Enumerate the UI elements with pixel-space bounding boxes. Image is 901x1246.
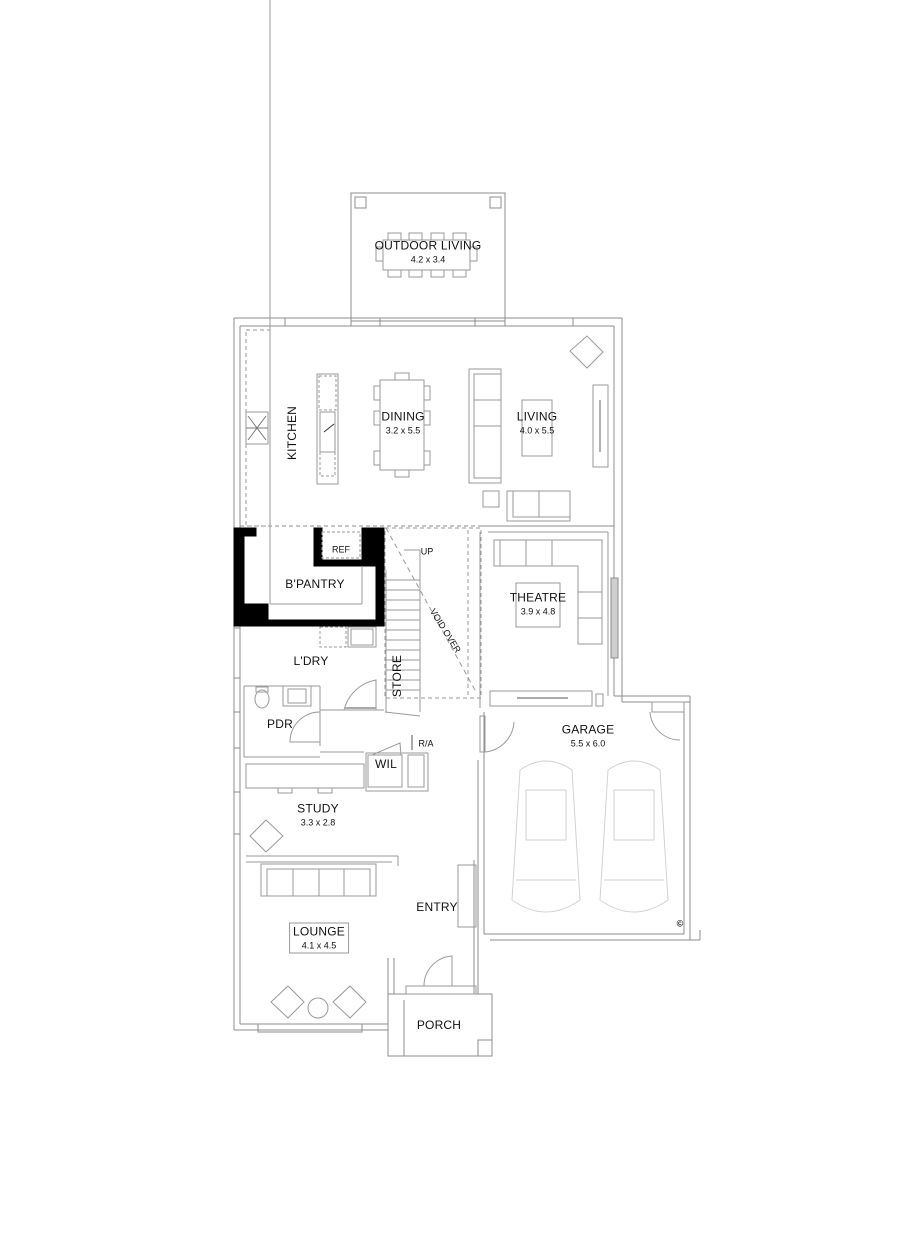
dining-table (374, 373, 430, 477)
theatre-furniture (480, 532, 608, 708)
room-size: 4.1 x 4.5 (301, 940, 337, 951)
room-living: LIVING 4.0 x 5.5 (517, 411, 558, 436)
entry-fixtures (406, 865, 476, 994)
staircase (385, 528, 481, 716)
study-furniture (246, 764, 398, 866)
room-outdoor-living: OUTDOOR LIVING 4.2 x 3.4 (375, 240, 482, 265)
car-icon (600, 761, 668, 912)
room-pdr: PDR (267, 717, 293, 731)
room-kitchen: KITCHEN (285, 405, 299, 461)
car-icon (512, 761, 580, 912)
lounge-furniture (261, 864, 376, 1018)
room-name: LOUNGE (293, 924, 345, 939)
exterior-walls (234, 318, 700, 1056)
room-name: DINING (381, 409, 425, 424)
laundry-powder-fixtures (244, 627, 384, 757)
room-theatre: THEATRE 3.9 x 4.8 (510, 592, 567, 617)
room-ldry: L'DRY (293, 654, 329, 668)
room-size: 3.9 x 4.8 (520, 606, 556, 617)
kitchen-fixtures (246, 330, 338, 526)
room-study: STUDY 3.3 x 2.8 (297, 803, 339, 828)
room-name: STUDY (297, 801, 339, 816)
outdoor-living-area (351, 193, 505, 321)
stairs-up-label: UP (420, 546, 434, 557)
room-ref: REF (332, 544, 350, 555)
room-name: THEATRE (509, 590, 567, 605)
room-size: 3.2 x 5.5 (385, 425, 421, 436)
room-entry: ENTRY (416, 900, 458, 914)
room-porch: PORCH (416, 1018, 462, 1032)
room-size: 4.0 x 5.5 (519, 425, 555, 436)
room-name: LIVING (516, 409, 558, 424)
room-store: STORE (390, 654, 404, 698)
room-name: GARAGE (561, 722, 615, 737)
butlers-pantry-walls (234, 0, 384, 626)
room-name: OUTDOOR LIVING (374, 238, 482, 253)
room-bpantry: B'PANTRY (285, 577, 345, 591)
room-lounge: LOUNGE 4.1 x 4.5 (289, 922, 349, 954)
room-dining: DINING 3.2 x 5.5 (381, 411, 424, 436)
copyright-icon: © (676, 918, 684, 929)
walk-in-linen (320, 735, 428, 791)
return-air-label: R/A (418, 738, 434, 749)
room-size: 4.2 x 3.4 (410, 254, 446, 265)
room-wil: WIL (375, 757, 397, 771)
room-size: 5.5 x 6.0 (570, 738, 606, 749)
garage-fixtures (480, 702, 684, 912)
living-furniture (469, 336, 608, 521)
room-garage: GARAGE 5.5 x 6.0 (562, 724, 615, 749)
room-size: 3.3 x 2.8 (300, 817, 336, 828)
